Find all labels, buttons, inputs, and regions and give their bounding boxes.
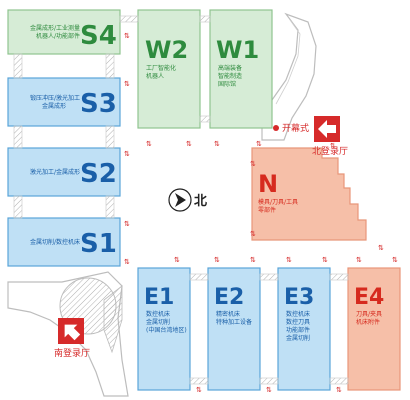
corridor-s4-w2: [119, 15, 139, 23]
svg-text:⇅: ⇅: [124, 220, 130, 228]
hall-e3-name: E3: [284, 285, 314, 310]
hall-e3[interactable]: [277, 267, 331, 391]
hall-e1-desc-3: (中国台湾地区): [146, 326, 187, 334]
svg-text:⇅: ⇅: [186, 140, 192, 148]
compass-icon: [168, 188, 192, 212]
hall-s3[interactable]: [7, 77, 121, 127]
svg-text:⇅: ⇅: [250, 230, 256, 238]
hall-e1-desc-2: 金属切削: [146, 318, 170, 326]
hall-e4-name: E4: [354, 285, 384, 310]
hall-e3-desc-1: 数控机床: [286, 310, 310, 318]
hall-e3-desc-3: 功能部件: [286, 326, 310, 334]
svg-text:⇅: ⇅: [330, 142, 336, 150]
hall-w1-desc-3: 国际馆: [218, 80, 236, 88]
corridor-e1-e2-b: [189, 377, 209, 385]
hall-e2-desc-2: 特种加工设备: [216, 318, 252, 326]
hall-n[interactable]: [251, 147, 367, 241]
hall-w1-name: W1: [216, 36, 259, 64]
svg-text:⇅: ⇅: [250, 160, 256, 168]
corridor-s3-s2-b: [105, 125, 115, 149]
north-lobby-label: 北登录厅: [312, 146, 348, 157]
corridor-w2-w1: [199, 15, 211, 23]
hall-w2[interactable]: [137, 9, 201, 129]
svg-text:⇅: ⇅: [124, 258, 130, 266]
svg-text:⇅: ⇅: [214, 256, 220, 264]
hall-w1[interactable]: [209, 9, 273, 129]
hall-e1-name: E1: [144, 285, 174, 310]
hall-s4-desc-2: 机器人/功能部件: [36, 32, 80, 40]
hall-n-name: N: [258, 170, 278, 198]
hall-w2-desc-2: 机器人: [146, 72, 164, 80]
corridor-s4-s3: [13, 53, 23, 79]
svg-text:⇅: ⇅: [286, 256, 292, 264]
south-lobby-sign[interactable]: [58, 318, 84, 344]
hall-s3-desc-2: 金属成形: [42, 102, 66, 110]
hall-e1-desc-1: 数控机床: [146, 310, 170, 318]
compass-label: 北: [194, 194, 207, 209]
svg-text:⇅: ⇅: [256, 140, 262, 148]
hall-w1-desc-1: 高端装备: [218, 64, 242, 72]
svg-text:⇅: ⇅: [336, 386, 342, 394]
corridor-e2-e3-b: [259, 377, 279, 385]
south-lobby-arc: [103, 285, 123, 354]
svg-text:⇅: ⇅: [214, 140, 220, 148]
north-lobby-outline: [261, 12, 317, 141]
hall-e3-desc-4: 金属切削: [286, 334, 310, 342]
corridor-s4-s3-b: [105, 53, 115, 79]
hall-e2-name: E2: [214, 285, 244, 310]
svg-text:⇅: ⇅: [378, 244, 384, 252]
red-arrow-icon: [318, 120, 336, 138]
hall-s4[interactable]: [7, 9, 121, 55]
corridor-s3-s2: [13, 125, 23, 149]
opening-label: 开幕式: [282, 122, 309, 134]
hall-s4-desc-1: 金属成形/工业测量: [30, 24, 80, 32]
hall-w2-name: W2: [145, 36, 188, 64]
north-lobby-sign[interactable]: [314, 116, 340, 142]
svg-text:⇅: ⇅: [124, 80, 130, 88]
hall-s2[interactable]: [7, 147, 121, 197]
arrow-up-icon: ⇅ ⇅ ⇅ ⇅ ⇅ ⇅ ⇅ ⇅ ⇅ ⇅ ⇅ ⇅ ⇅ ⇅ ⇅ ⇅ ⇅ ⇅ ⇅ ⇅ …: [124, 32, 398, 394]
corridor-e2-e3: [259, 273, 279, 281]
hall-n-desc-2: 零部件: [258, 206, 276, 214]
corridor-e3-e4-b: [329, 377, 349, 385]
svg-text:⇅: ⇅: [196, 386, 202, 394]
hall-e2-desc-1: 精密机床: [216, 310, 240, 318]
hall-s4-name: S4: [80, 21, 117, 51]
hall-s2-desc-1: 激光加工/金属成形: [30, 168, 80, 176]
hall-s3-desc-1: 锻压冲压/激光加工: [30, 94, 80, 102]
svg-text:⇅: ⇅: [322, 256, 328, 264]
corridor-s2-s1-b: [105, 195, 115, 219]
south-lobby-label: 南登录厅: [54, 347, 90, 359]
corridor-w2-w1-b: [199, 115, 211, 123]
hall-s1[interactable]: [7, 217, 121, 267]
hall-e4[interactable]: [347, 267, 401, 391]
hall-s1-desc-1: 金属切削/数控机床: [30, 238, 80, 246]
opening-dot-icon: [273, 125, 279, 131]
hall-w2-desc-1: 工厂智能化: [146, 64, 176, 72]
hall-w1-desc-2: 智能制造: [218, 72, 242, 80]
svg-text:⇅: ⇅: [356, 256, 362, 264]
hall-s2-name: S2: [80, 159, 117, 189]
corridor-s2-s1: [13, 195, 23, 219]
corridor-e3-e4: [329, 273, 349, 281]
hall-s3-name: S3: [80, 89, 117, 119]
hall-e4-desc-1: 刀具/夹具: [356, 310, 382, 318]
hall-e2[interactable]: [207, 267, 261, 391]
hall-s1-name: S1: [80, 229, 117, 259]
hall-n-desc-1: 模具/刀具/工具: [258, 198, 298, 206]
svg-text:⇅: ⇅: [146, 140, 152, 148]
red-arrow-icon: [64, 324, 81, 341]
svg-text:⇅: ⇅: [124, 150, 130, 158]
svg-text:⇅: ⇅: [124, 32, 130, 40]
hall-e3-desc-2: 数控刀具: [286, 318, 310, 326]
corridor-e1-e2: [189, 273, 209, 281]
hall-e4-desc-2: 机床附件: [356, 318, 380, 326]
svg-text:⇅: ⇅: [266, 386, 272, 394]
svg-text:⇅: ⇅: [174, 256, 180, 264]
svg-text:⇅: ⇅: [250, 256, 256, 264]
svg-text:⇅: ⇅: [392, 256, 398, 264]
hall-e1[interactable]: [137, 267, 191, 391]
north-lobby-inner: [275, 19, 301, 105]
